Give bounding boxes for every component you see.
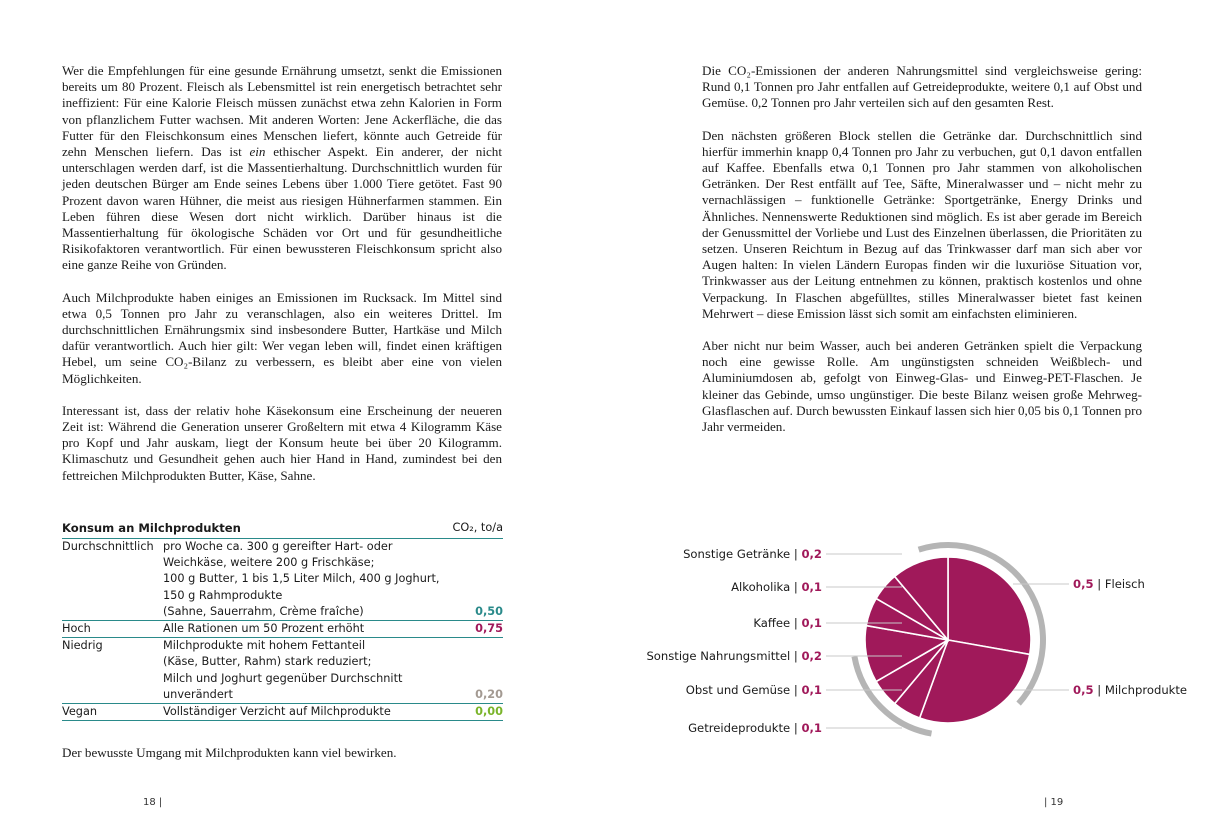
pie-label-category: Obst und Gemüse [685,683,791,697]
description-line: (Käse, Butter, Rahm) stark reduziert; [163,655,372,669]
pie-label: 0,5 | Milchprodukte [1073,683,1187,697]
pie-label-separator: | [790,721,802,735]
pie-label-separator: | [790,580,802,594]
pie-label: Alkoholika | 0,1 [731,580,822,594]
pie-label-value: 0,2 [801,547,822,561]
row-value: 0,75 [475,622,503,636]
pie-slice-fleisch [947,556,1032,656]
row-value: 0,20 [475,687,503,701]
pie-label-value: 0,1 [801,721,822,735]
dairy-consumption-table: Konsum an Milchprodukten CO₂, to/a Durch… [62,518,503,722]
description-line: Alle Rationen um 50 Prozent erhöht [163,622,365,636]
pie-label-value: 0,5 [1073,683,1094,697]
paragraph-text: ethischer Aspekt. Ein anderer, der nicht… [62,144,502,273]
pie-slice-milchprodukte [918,639,1031,724]
description-line: 100 g Butter, 1 bis 1,5 Liter Milch, 400… [163,572,440,586]
row-description: Vollständiger Verzicht auf Milchprodukte [163,704,453,720]
pie-label: Sonstige Getränke | 0,2 [683,547,822,561]
row-value: 0,00 [475,705,503,719]
row-label: Durchschnittlich [62,540,154,553]
table-unit: CO₂, to/a [452,520,503,534]
table-row: Hoch Alle Rationen um 50 Prozent erhöht 0,… [62,621,503,639]
right-page-text: Die CO₂-Emissionen der anderen Nahrungsm… [702,63,1142,451]
pie-label-value: 0,1 [801,683,822,697]
pie-label: 0,5 | Fleisch [1073,577,1145,591]
pie-label: Getreideprodukte | 0,1 [688,721,822,735]
pie-label-category: Sonstige Nahrungsmittel [646,649,791,663]
description-line: Milch und Joghurt gegenüber Durchschnitt [163,671,403,685]
pie-slice-sonstige-getränke [893,556,949,643]
paragraph-other-food: Die CO₂-Emissionen der anderen Nahrungsm… [702,63,1142,111]
table-row: Durchschnittlich pro Woche ca. 300 g gere… [62,539,503,622]
pie-label: Kaffee | 0,1 [753,616,822,630]
description-line: Vollständiger Verzicht auf Milchprodukte [163,705,391,719]
pie-label-separator: | [790,683,802,697]
description-line: 150 g Rahmprodukte [163,588,283,602]
pie-label-category: Sonstige Getränke [683,547,791,561]
row-label: Hoch [62,622,91,636]
row-description: Alle Rationen um 50 Prozent erhöht [163,621,453,637]
paragraph-beverages: Den nächsten größeren Block stellen die … [702,127,1142,321]
beverage-ring-arc [917,542,1046,706]
row-description: Milchprodukte mit hohem Fettanteil (Käse,… [163,638,453,703]
pie-label-separator: | [1093,577,1105,591]
pie-label-value: 0,2 [801,649,822,663]
description-line: (Sahne, Sauerrahm, Crème fraîche) [163,604,364,618]
emphasis-text: ein [249,144,266,160]
paragraph-text: Wer die Empfehlungen für eine gesunde Er… [62,63,502,160]
description-line: Weichkäse, weitere 200 g Frischkäse; [163,556,375,570]
paragraph-meat: Wer die Empfehlungen für eine gesunde Er… [62,63,502,274]
pie-label-value: 0,5 [1073,577,1094,591]
description-line: unverändert [163,687,233,701]
row-label: Vegan [62,705,98,719]
pie-label-separator: | [790,547,802,561]
pie-label-separator: | [790,616,802,630]
description-line: Milchprodukte mit hohem Fettanteil [163,639,366,653]
pie-label-category: Alkoholika [731,580,791,594]
emissions-pie-chart [826,542,1069,737]
closing-sentence: Der bewusste Umgang mit Milchprodukten k… [62,745,397,760]
pie-label: Sonstige Nahrungsmittel | 0,2 [646,649,822,663]
pie-label-category: Milchprodukte [1104,683,1188,697]
table-row: Niedrig Milchprodukte mit hohem Fettantei… [62,638,503,705]
page-number-right: | 19 [1044,797,1064,808]
pie-label: Obst und Gemüse | 0,1 [686,683,822,697]
row-value: 0,50 [475,604,503,618]
left-page-text: Wer die Empfehlungen für eine gesunde Er… [62,63,502,500]
table-title: Konsum an Milchprodukten [62,520,241,535]
pie-label-category: Kaffee [753,616,791,630]
pie-label-separator: | [1093,683,1105,697]
page-number-left: 18 | [143,797,163,808]
pie-label-separator: | [790,649,802,663]
pie-label-category: Getreideprodukte [688,721,791,735]
row-label: Niedrig [62,639,103,653]
table-header: Konsum an Milchprodukten CO₂, to/a [62,518,503,539]
paragraph-packaging: Aber nicht nur beim Wasser, auch bei and… [702,338,1142,435]
table-body: Durchschnittlich pro Woche ca. 300 g gere… [62,539,503,722]
table-row: Vegan Vollständiger Verzicht auf Milchpro… [62,704,503,722]
food-ring-arc [851,655,933,737]
row-description: pro Woche ca. 300 g gereifter Hart- oder… [163,539,453,620]
pie-label-value: 0,1 [801,580,822,594]
pie-label-value: 0,1 [801,616,822,630]
paragraph-cheese: Interessant ist, dass der relativ hohe K… [62,402,502,483]
paragraph-dairy: Auch Milchprodukte haben einiges an Emis… [62,289,502,386]
description-line: pro Woche ca. 300 g gereifter Hart- oder [163,540,393,553]
pie-label-category: Fleisch [1104,577,1145,591]
